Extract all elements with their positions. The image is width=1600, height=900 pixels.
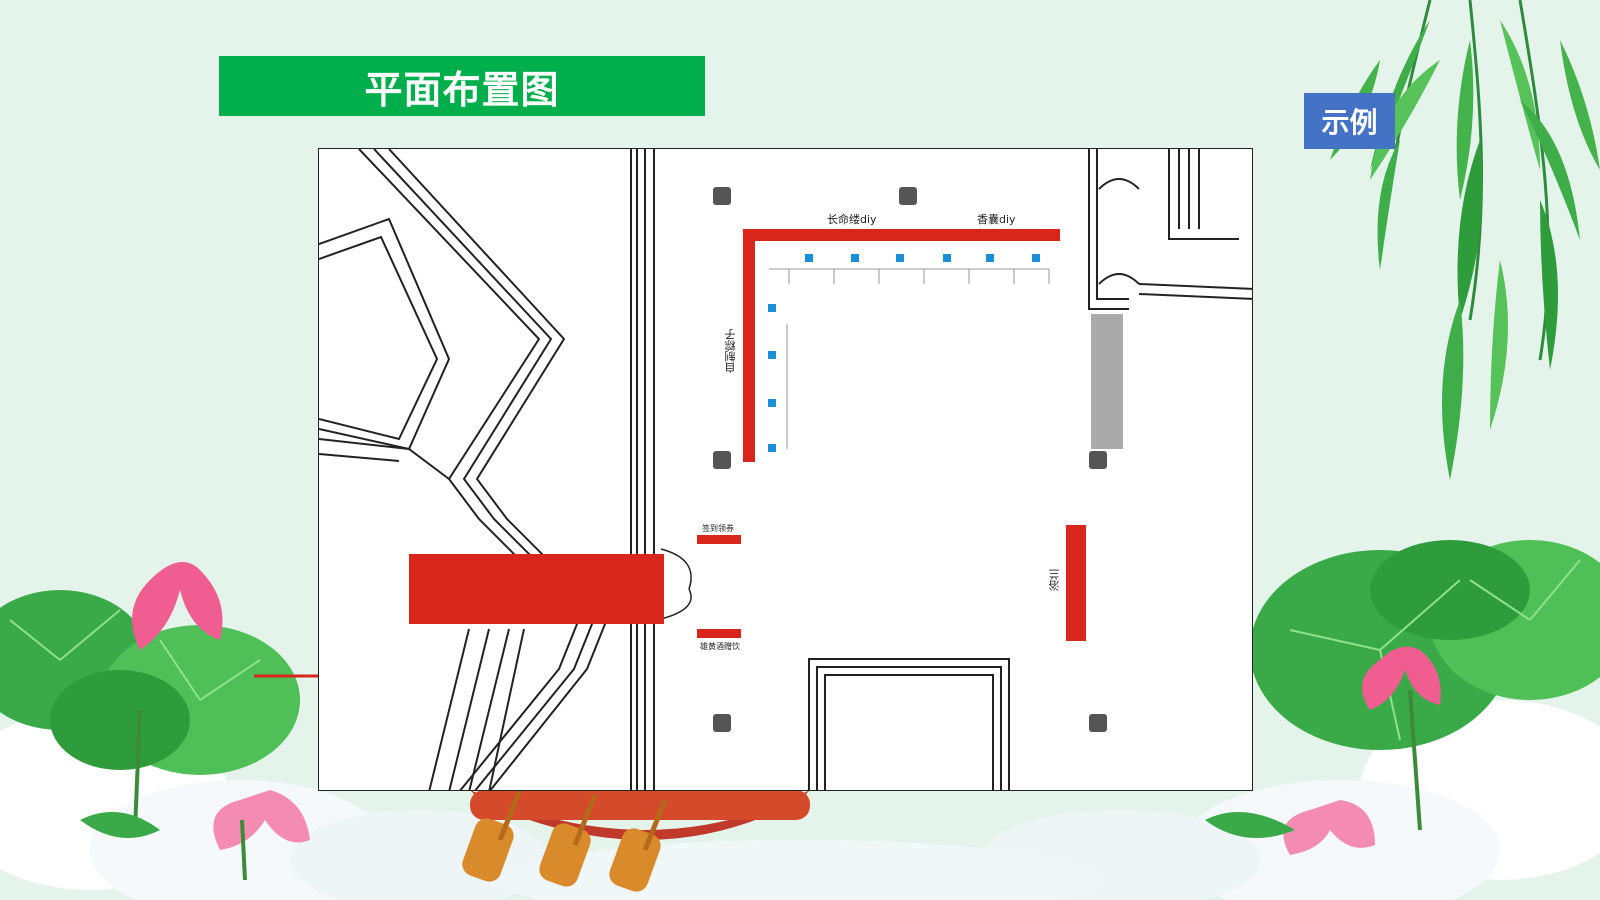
gray-divider bbox=[1091, 314, 1123, 449]
booth-orchid-bath bbox=[1066, 525, 1086, 641]
page-title: 平面布置图 bbox=[219, 56, 705, 116]
booths bbox=[409, 229, 1086, 641]
label-realgar-wine: 雄黄酒赠饮 bbox=[700, 642, 740, 651]
entrance-door bbox=[660, 548, 692, 620]
label-longevity-thread: 长命缕diy bbox=[827, 213, 877, 226]
lotus-left-decoration bbox=[0, 562, 310, 881]
seats bbox=[768, 254, 1040, 452]
example-badge: 示例 bbox=[1304, 93, 1395, 149]
label-check-in: 签到领券 bbox=[702, 524, 734, 533]
floor-plan: 长命缕diy 香囊diy 自制粽子 签到领券 雄黄酒赠饮 浴兰 bbox=[318, 148, 1253, 791]
bottom-room-outline bbox=[808, 658, 1010, 790]
label-homemade-zongzi: 自制粽子 bbox=[724, 329, 737, 373]
booth-check-in bbox=[697, 535, 741, 544]
floor-plan-drawing bbox=[319, 149, 1252, 790]
dragon-boat-decoration bbox=[462, 789, 810, 892]
left-building-outline bbox=[319, 149, 609, 790]
guide-lines bbox=[769, 268, 1050, 449]
vertical-wall bbox=[630, 149, 655, 790]
right-building-outline bbox=[1088, 149, 1252, 310]
pillars bbox=[713, 187, 1107, 732]
lotus-right-decoration bbox=[1205, 540, 1600, 855]
booth-realgar-wine bbox=[697, 629, 741, 638]
label-orchid-bath: 浴兰 bbox=[1048, 569, 1061, 591]
booth-top-row bbox=[743, 229, 1060, 241]
entrance-red-block bbox=[409, 554, 664, 624]
label-sachet: 香囊diy bbox=[977, 213, 1016, 226]
booth-left-column bbox=[743, 229, 755, 462]
willow-leaves-decoration bbox=[1330, 0, 1600, 480]
